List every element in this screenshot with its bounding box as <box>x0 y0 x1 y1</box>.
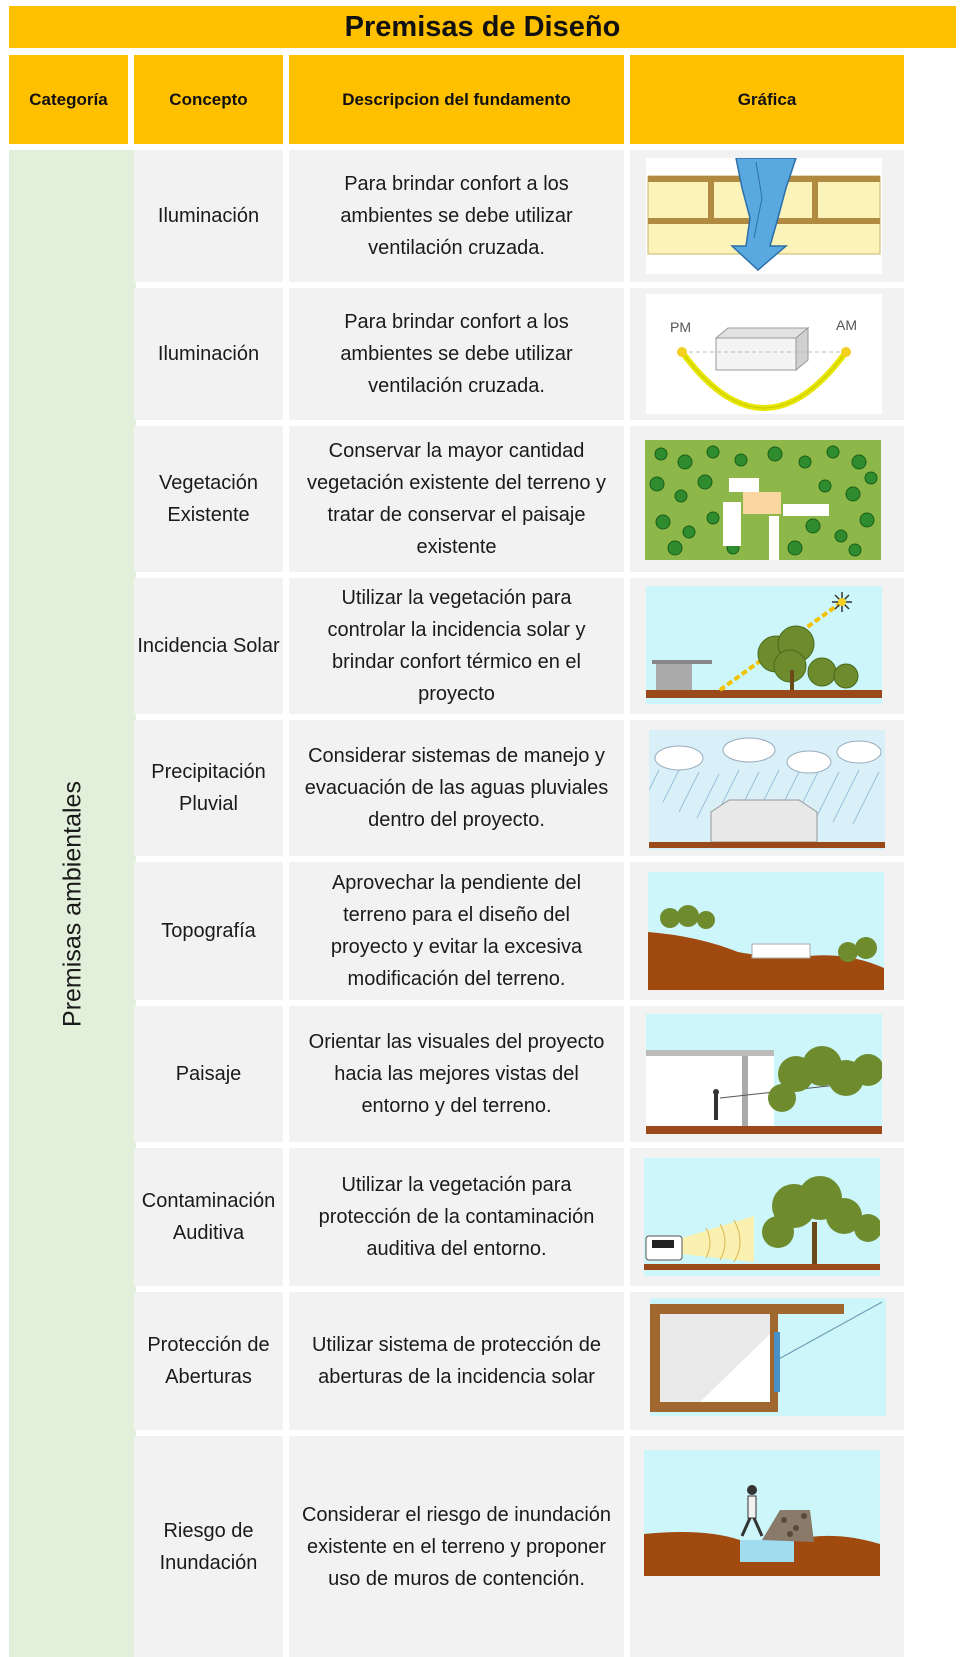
overhang-section <box>650 1298 886 1416</box>
noise-barrier-section <box>644 1158 880 1276</box>
table-title: Premisas de Diseño <box>9 6 956 48</box>
grafica-cell <box>630 1148 904 1286</box>
grafica-cell <box>630 720 904 856</box>
concepto-cell: Riesgo de Inundación <box>134 1436 283 1657</box>
descripcion-cell: Para brindar confort a los ambientes se … <box>289 288 624 420</box>
concepto-cell: Paisaje <box>134 1006 283 1142</box>
header-concepto: Concepto <box>134 55 283 144</box>
category-cell: Premisas ambientales <box>9 150 136 1657</box>
sun-path-diagram: PM AM <box>646 294 882 414</box>
descripcion-cell: Utilizar la vegetación para controlar la… <box>289 578 624 714</box>
site-vegetation-plan <box>645 440 881 560</box>
descripcion-cell: Utilizar la vegetación para protección d… <box>289 1148 624 1286</box>
concepto-cell: Vegetación Existente <box>134 426 283 572</box>
concepto-cell: Contaminación Auditiva <box>134 1148 283 1286</box>
grafica-cell <box>630 426 904 572</box>
flood-wall-section <box>644 1450 880 1576</box>
descripcion-cell: Considerar el riesgo de inundación exist… <box>289 1436 624 1657</box>
grafica-cell <box>630 150 904 282</box>
grafica-cell <box>630 1436 904 1657</box>
concepto-cell: Iluminación <box>134 150 283 282</box>
cross-ventilation-diagram <box>646 158 882 274</box>
header-categoria: Categoría <box>9 55 128 144</box>
descripcion-cell: Orientar las visuales del proyecto hacia… <box>289 1006 624 1142</box>
grafica-cell: PM AM <box>630 288 904 420</box>
descripcion-cell: Aprovechar la pendiente del terreno para… <box>289 862 624 1000</box>
solar-incidence-section <box>646 586 882 704</box>
grafica-cell <box>630 862 904 1000</box>
descripcion-cell: Utilizar sistema de protección de abertu… <box>289 1292 624 1430</box>
grafica-cell <box>630 1292 904 1430</box>
grafica-cell <box>630 1006 904 1142</box>
rain-section <box>649 730 885 850</box>
sun-pm-label: PM <box>670 319 691 335</box>
landscape-view-section <box>646 1014 882 1134</box>
header-descripcion: Descripcion del fundamento <box>289 55 624 144</box>
grafica-cell <box>630 578 904 714</box>
concepto-cell: Topografía <box>134 862 283 1000</box>
descripcion-cell: Para brindar confort a los ambientes se … <box>289 150 624 282</box>
sun-am-label: AM <box>836 317 857 333</box>
topography-section <box>648 872 884 990</box>
header-grafica: Gráfica <box>630 55 904 144</box>
descripcion-cell: Conservar la mayor cantidad vegetación e… <box>289 426 624 572</box>
concepto-cell: Protección de Aberturas <box>134 1292 283 1430</box>
concepto-cell: Iluminación <box>134 288 283 420</box>
concepto-cell: Incidencia Solar <box>134 578 283 714</box>
category-label: Premisas ambientales <box>58 780 86 1027</box>
descripcion-cell: Considerar sistemas de manejo y evacuaci… <box>289 720 624 856</box>
concepto-cell: Precipitación Pluvial <box>134 720 283 856</box>
